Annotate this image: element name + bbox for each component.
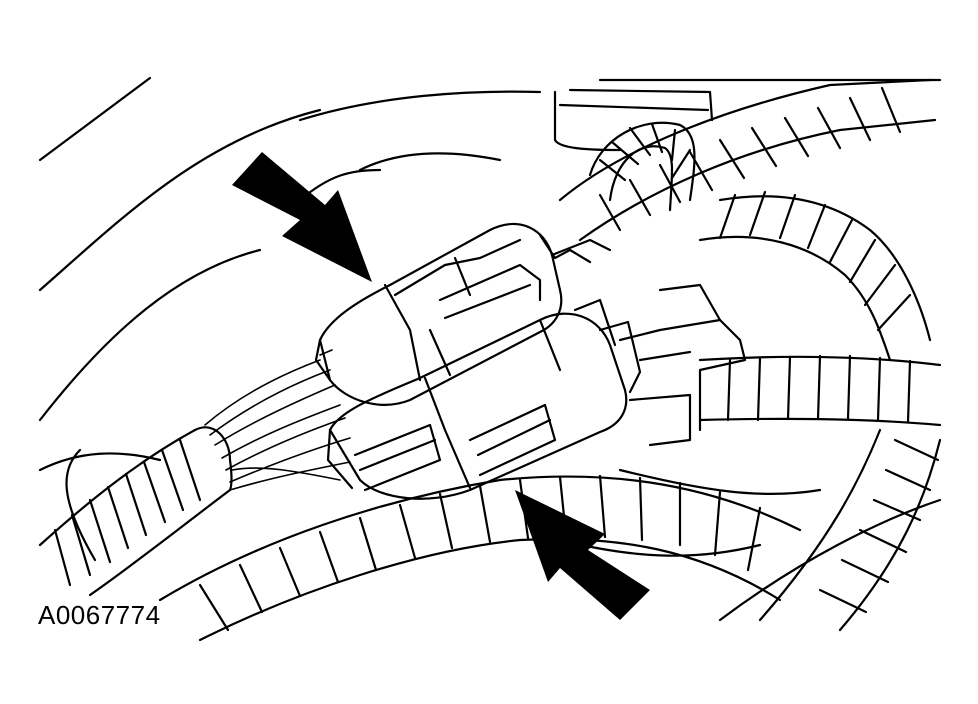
mid-right-harness — [698, 354, 942, 427]
loose-wires — [204, 349, 351, 491]
lower-connector — [326, 298, 642, 500]
upper-callout-arrow — [232, 152, 372, 282]
upper-right-harness — [558, 78, 937, 242]
bottom-harness — [158, 474, 802, 642]
lower-right-harness — [758, 428, 942, 632]
right-harness — [698, 190, 932, 362]
lower-callout-arrow — [515, 490, 650, 620]
figure-reference-code: A0067774 — [38, 600, 161, 630]
connector-bracket — [618, 283, 747, 447]
loop-harness — [588, 121, 696, 212]
callout-arrows — [232, 152, 650, 620]
upper-connector — [314, 222, 612, 406]
left-harness — [38, 426, 233, 597]
